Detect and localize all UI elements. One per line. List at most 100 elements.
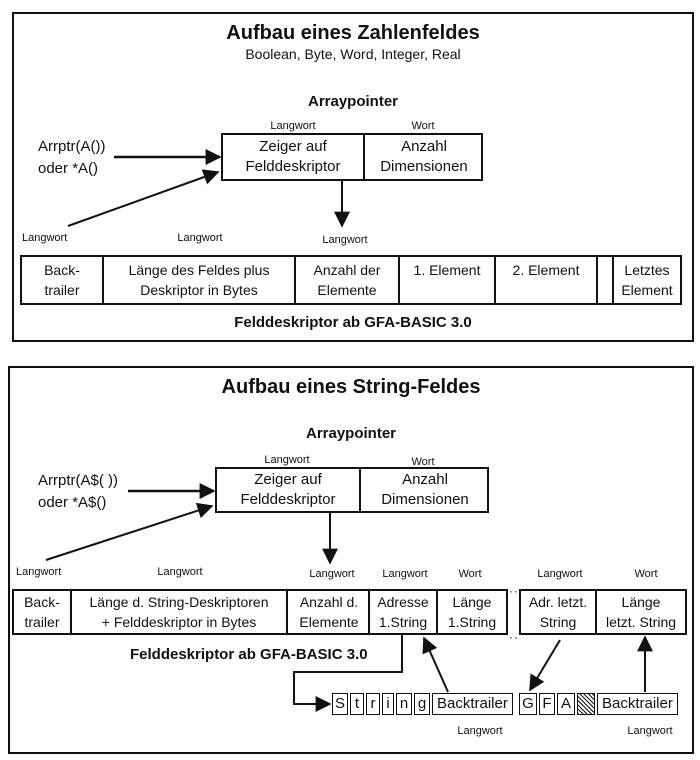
size-label: Langwort xyxy=(264,454,310,466)
cell-line: Länge d. String-Deskriptoren xyxy=(89,594,269,610)
size-label: Langwort xyxy=(16,566,62,578)
numeric-descriptor-row: Back- trailer Länge des Feldes plus Desk… xyxy=(20,255,682,305)
backtrailer-cell: Backtrailer xyxy=(432,693,513,715)
descriptor-cell-last-address: Adr. letzt. String xyxy=(521,591,597,633)
cell-line: + Felddeskriptor in Bytes xyxy=(101,614,257,630)
dimension-count-cell: Anzahl Dimensionen xyxy=(365,135,483,179)
size-label: Langwort xyxy=(309,568,355,580)
string-char: G xyxy=(519,693,537,715)
string-char: g xyxy=(414,693,430,715)
descriptor-cell-backtrailer: Back- trailer xyxy=(22,257,104,303)
size-label: Wort xyxy=(634,568,658,580)
ellipsis-top: ·· xyxy=(509,584,519,598)
cell-line: Adr. letzt. xyxy=(528,594,588,610)
descriptor-cell-first-address: Adresse 1.String xyxy=(370,591,438,633)
cell-line: Dimensionen xyxy=(380,158,468,175)
descriptor-cell-length: Länge des Feldes plus Deskriptor in Byte… xyxy=(104,257,296,303)
string-pointer-label: Arrptr(A$( )) oder *A$() xyxy=(38,470,118,514)
cell-line: 1.String xyxy=(378,614,428,630)
numeric-arraypointer-box: Zeiger auf Felddeskriptor Anzahl Dimensi… xyxy=(221,133,483,181)
descriptor-cell-count: Anzahl der Elemente xyxy=(296,257,400,303)
size-label: Langwort xyxy=(22,232,68,244)
cell-line: Dimensionen xyxy=(381,491,469,508)
cell-line: 2. Element xyxy=(512,262,580,278)
cell-line: 1.String xyxy=(447,614,497,630)
numeric-field-subtitle: Boolean, Byte, Word, Integer, Real xyxy=(245,46,461,62)
pointer-to-descriptor-cell: Zeiger auf Felddeskriptor xyxy=(223,135,365,179)
cell-line: trailer xyxy=(44,282,80,298)
size-label: Langwort xyxy=(270,120,316,132)
cell-line: Felddeskriptor xyxy=(245,158,341,175)
descriptor-cell-backtrailer: Back- trailer xyxy=(14,591,72,633)
descriptor-cell-last-element: Letztes Element xyxy=(614,257,680,303)
backtrailer-cell: Backtrailer xyxy=(597,693,678,715)
descriptor-cell-element-1: 1. Element xyxy=(400,257,496,303)
string-char: n xyxy=(396,693,412,715)
cell-line: Zeiger auf xyxy=(254,471,322,488)
cell-line: Länge xyxy=(621,594,661,610)
ellipsis-bottom: ·· xyxy=(509,630,519,644)
size-label: Wort xyxy=(411,456,435,468)
size-label: Langwort xyxy=(382,568,428,580)
descriptor-cell-length: Länge d. String-Deskriptoren + Felddeskr… xyxy=(72,591,288,633)
string-char: i xyxy=(382,693,394,715)
string-char: A xyxy=(557,693,575,715)
cell-line: trailer xyxy=(24,614,60,630)
cell-line: Deskriptor in Bytes xyxy=(140,282,258,298)
cell-line: Anzahl der xyxy=(313,262,381,278)
descriptor-cell-first-length: Länge 1.String xyxy=(438,591,506,633)
cell-line: Elemente xyxy=(317,282,377,298)
star-pointer-label: oder *A() xyxy=(38,160,99,177)
size-label: Langwort xyxy=(177,232,223,244)
cell-line: 1. Element xyxy=(413,262,481,278)
size-label: Langwort xyxy=(457,725,503,737)
cell-line: Letztes xyxy=(624,262,670,278)
pointer-to-descriptor-cell: Zeiger auf Felddeskriptor xyxy=(217,469,361,511)
first-string-memory: S t r i n g Backtrailer xyxy=(332,693,515,715)
cell-line: letzt. String xyxy=(605,614,677,630)
cell-line: Back- xyxy=(44,262,80,278)
size-label: Wort xyxy=(458,568,482,580)
cell-line: Element xyxy=(621,282,673,298)
cell-line: Adresse xyxy=(377,594,429,610)
size-label: Langwort xyxy=(157,566,203,578)
string-field-title: Aufbau eines String-Feldes xyxy=(221,376,481,398)
numeric-arraypointer-heading: Arraypointer xyxy=(307,93,399,110)
numeric-descriptor-caption: Felddeskriptor ab GFA-BASIC 3.0 xyxy=(234,314,472,331)
string-char: t xyxy=(350,693,364,715)
cell-line: Anzahl xyxy=(401,138,447,155)
string-descriptor-caption: Felddeskriptor ab GFA-BASIC 3.0 xyxy=(130,646,368,663)
dimension-count-cell: Anzahl Dimensionen xyxy=(361,469,489,511)
string-arraypointer-box: Zeiger auf Felddeskriptor Anzahl Dimensi… xyxy=(215,467,489,513)
cell-line: String xyxy=(539,614,577,630)
cell-line: Anzahl d. xyxy=(299,594,359,610)
arrptr-call-label: Arrptr(A()) xyxy=(38,138,106,155)
first-string-entry: Adresse 1.String Länge 1.String xyxy=(368,589,508,635)
last-string-memory: G F A Backtrailer xyxy=(519,693,680,715)
descriptor-cell-element-2: 2. Element xyxy=(496,257,598,303)
fill-byte-pattern xyxy=(577,693,595,715)
cell-line: Back- xyxy=(24,594,60,610)
string-arraypointer-heading: Arraypointer xyxy=(305,425,397,442)
cell-line: Länge des Feldes plus xyxy=(128,262,270,278)
star-pointer-label: oder *A$() xyxy=(38,494,107,511)
size-label: Langwort xyxy=(627,725,673,737)
descriptor-cell-count: Anzahl d. Elemente xyxy=(288,591,372,633)
cell-line: Zeiger auf xyxy=(259,138,327,155)
cell-line: Anzahl xyxy=(402,471,448,488)
numeric-pointer-label: Arrptr(A()) oder *A() xyxy=(38,136,106,180)
last-string-entry: Adr. letzt. String Länge letzt. String xyxy=(519,589,687,635)
string-char: F xyxy=(539,693,555,715)
size-label: Langwort xyxy=(322,234,368,246)
arrptr-call-label: Arrptr(A$( )) xyxy=(38,472,118,489)
descriptor-cell-gap xyxy=(598,257,614,303)
string-char: S xyxy=(332,693,348,715)
size-label: Wort xyxy=(411,120,435,132)
cell-line: Elemente xyxy=(299,614,359,630)
descriptor-cell-last-length: Länge letzt. String xyxy=(597,591,685,633)
cell-line: Länge xyxy=(452,594,492,610)
string-char: r xyxy=(366,693,380,715)
size-label: Langwort xyxy=(537,568,583,580)
cell-line: Felddeskriptor xyxy=(240,491,336,508)
numeric-field-title: Aufbau eines Zahlenfeldes xyxy=(226,22,480,44)
